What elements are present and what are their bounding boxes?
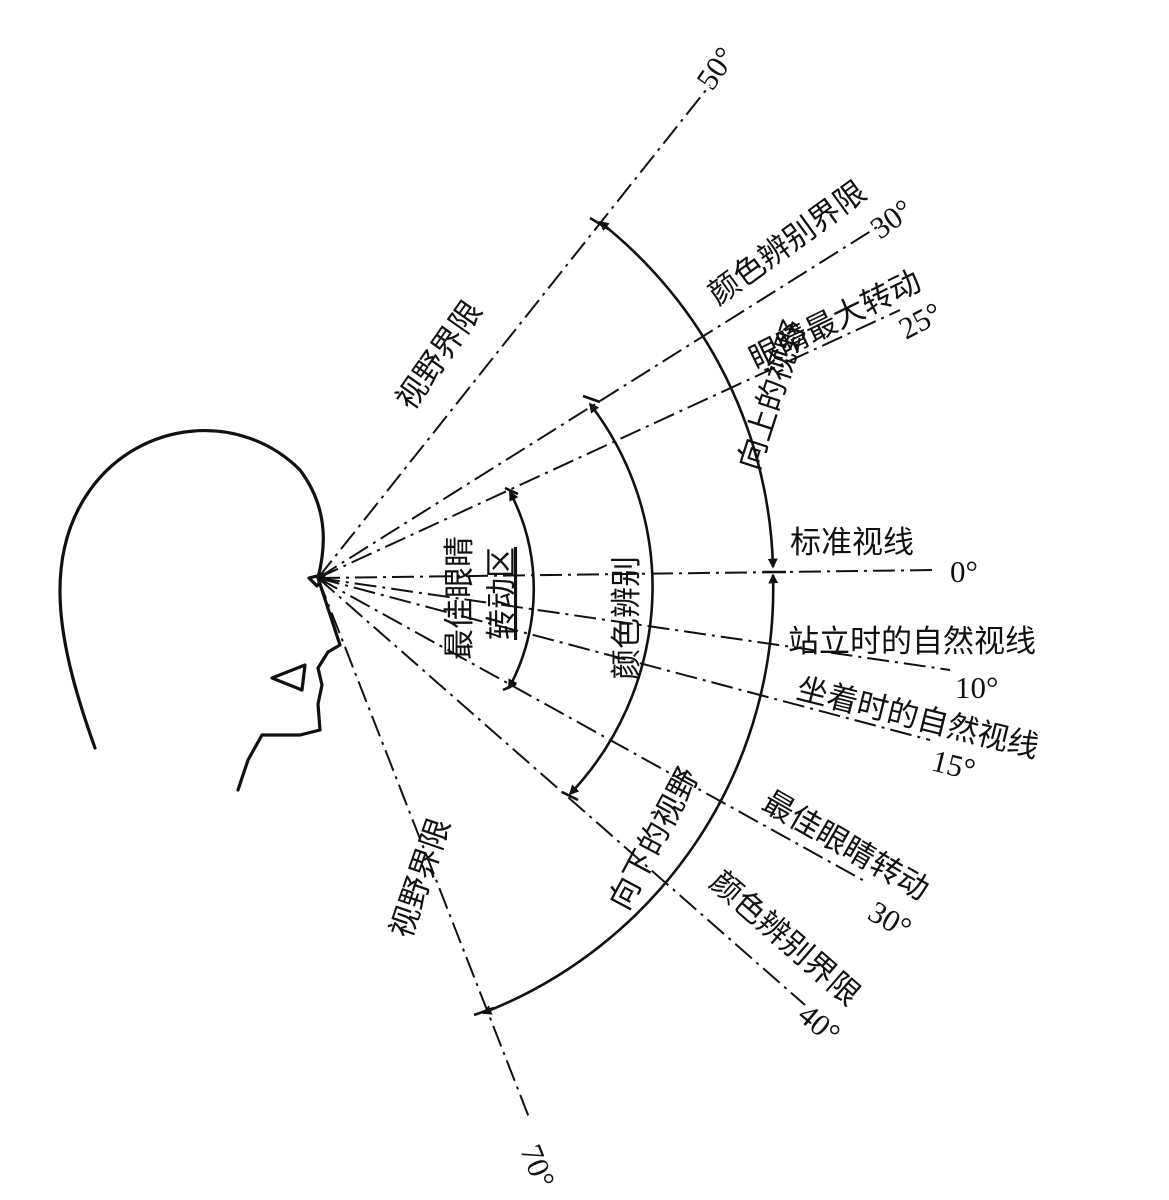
label-lower-color-limit: 颜色辨别界限 xyxy=(703,864,867,1013)
arc-best-eye-rotation xyxy=(507,490,536,690)
deg-upper-field-limit: 50° xyxy=(689,40,743,96)
ray-lower-field-limit xyxy=(317,577,531,1121)
arc-tick-lower-limit xyxy=(473,1006,495,1017)
label-color-discrimination: 颜色辨别 xyxy=(609,556,645,680)
ray-upper-field-limit xyxy=(317,84,711,579)
arc-tick-upper-limit xyxy=(589,216,611,232)
label-best-zone-line1: 最佳眼睛 xyxy=(442,536,478,660)
arc-upward-field xyxy=(598,220,778,569)
ray-standing-natural xyxy=(317,577,951,671)
ray-best-eye-rotation xyxy=(317,577,869,884)
label-upper-field-limit: 视野界限 xyxy=(389,294,490,416)
arc-tick-best-upper xyxy=(504,486,519,496)
arc-tick-best-lower xyxy=(502,682,517,692)
label-lower-field-limit: 视野界限 xyxy=(384,814,458,943)
label-best-zone-line2: 转动区 xyxy=(484,547,520,640)
deg-lower-field-limit: 70° xyxy=(514,1140,563,1193)
label-standard-sightline: 标准视线 xyxy=(790,525,914,561)
face-profile-outline xyxy=(236,576,342,792)
arc-downward-field xyxy=(481,573,779,1015)
head-profile-outline xyxy=(58,429,325,750)
arc-tick-color-lower xyxy=(561,790,579,802)
arc-color-discrimination xyxy=(568,402,654,796)
deg-standing-natural: 10° xyxy=(955,670,998,705)
label-upward-field: 向上的视野 xyxy=(731,316,813,475)
label-sitting-natural: 坐着时的自然视线 xyxy=(793,671,1042,766)
deg-upper-color-limit: 30° xyxy=(864,192,920,246)
ray-eye-max-rotation xyxy=(317,309,901,579)
nose-mark xyxy=(270,663,307,692)
deg-standard-sightline: 0° xyxy=(950,554,978,589)
label-upper-color-limit: 颜色辨别界限 xyxy=(702,174,874,312)
label-standing-natural: 站立时的自然视线 xyxy=(788,624,1036,660)
label-downward-field: 向下的视野 xyxy=(602,762,707,916)
label-best-eye-rotation: 最佳眼睛转动 xyxy=(756,784,935,908)
arc-tick-color-upper xyxy=(582,394,601,404)
